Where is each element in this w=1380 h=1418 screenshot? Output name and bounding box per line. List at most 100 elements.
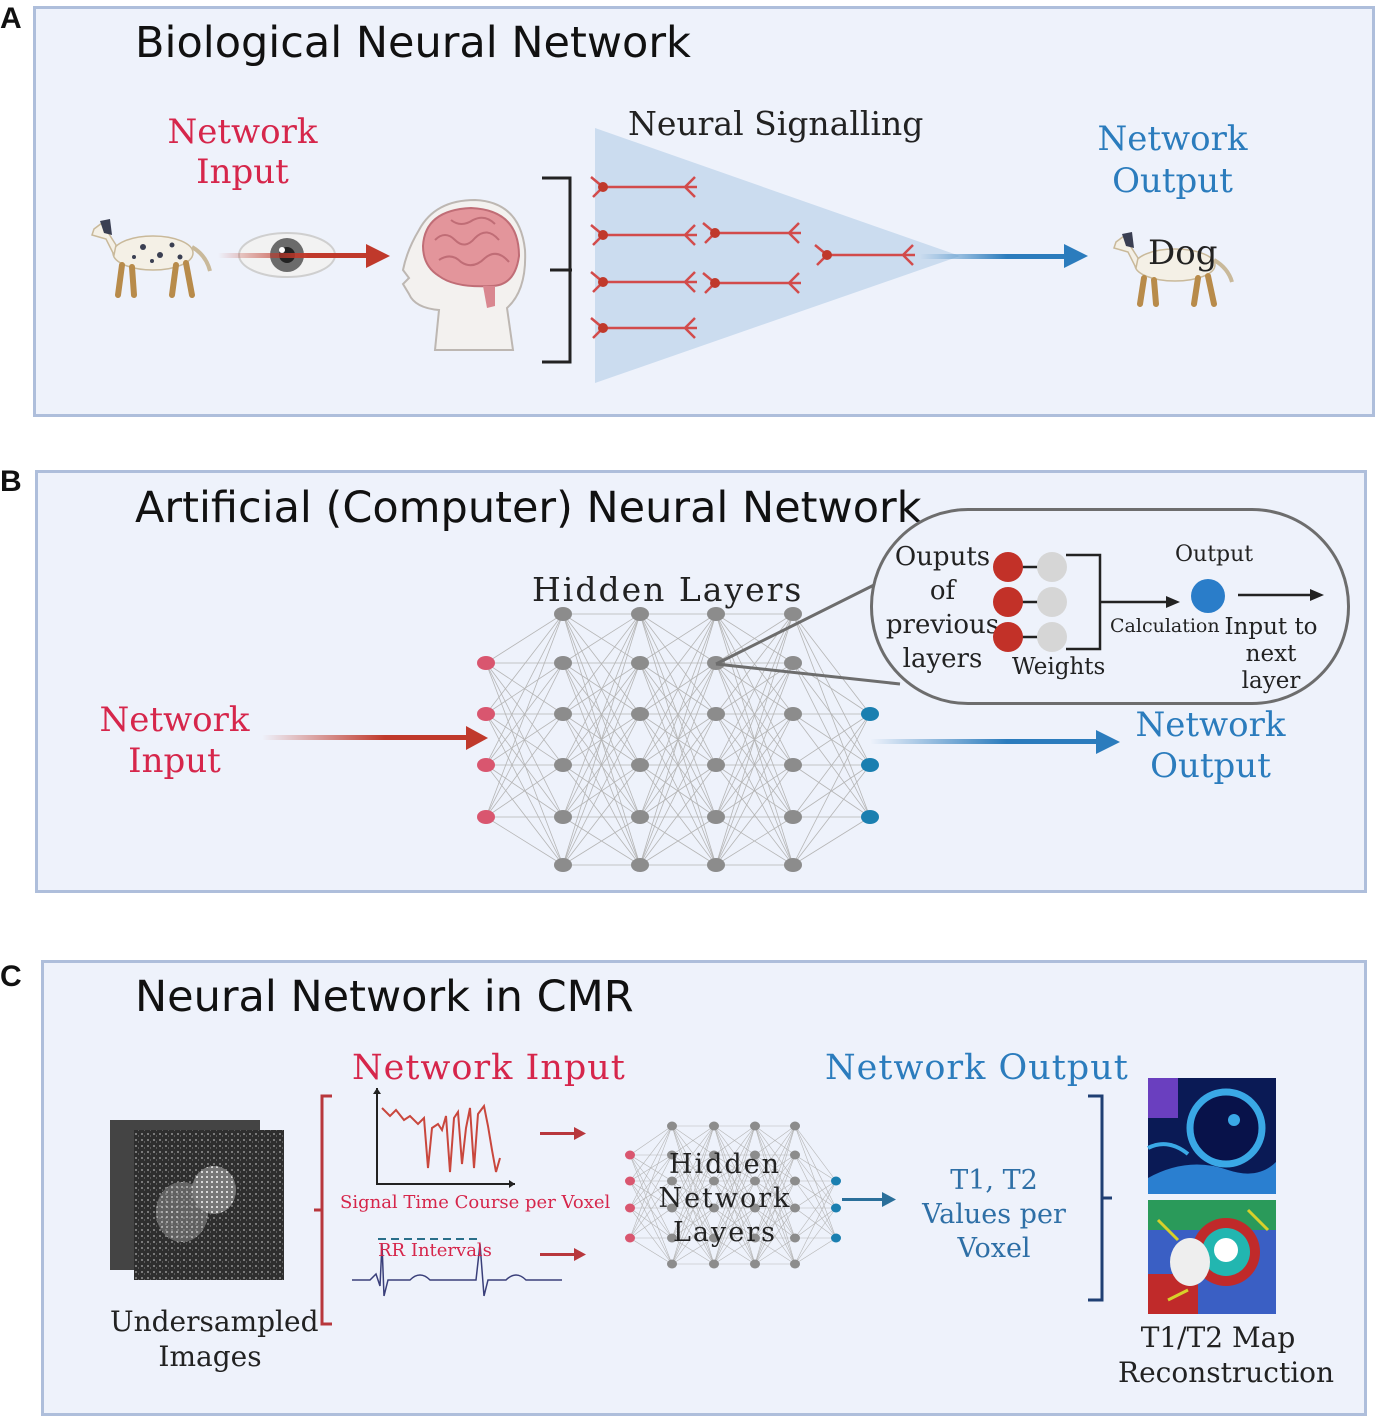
- network-node: [750, 1121, 760, 1131]
- network-node: [667, 1150, 677, 1160]
- arrow-icon: [262, 726, 488, 750]
- c-undersampled-label: Undersampled Images: [110, 1304, 319, 1374]
- network-edge: [794, 1154, 837, 1239]
- c-signal-plot: [373, 1088, 515, 1188]
- b-callout-output: Output: [1175, 542, 1254, 567]
- network-node: [477, 810, 495, 824]
- neuron-group: [590, 176, 915, 339]
- network-node: [707, 758, 725, 772]
- undersampled-line1: Undersampled: [110, 1305, 319, 1338]
- network-edge: [792, 662, 871, 715]
- network-edge: [713, 1125, 756, 1156]
- values-line2: Values per: [922, 1199, 1066, 1230]
- arrow-icon: [540, 1248, 586, 1261]
- network-edge: [629, 1125, 673, 1239]
- network-node: [831, 1233, 841, 1243]
- network-edge: [639, 764, 717, 866]
- network-edge: [639, 662, 717, 715]
- network-node: [790, 1150, 800, 1160]
- network-edge: [629, 1207, 673, 1265]
- network-node: [554, 810, 572, 824]
- b-input-label-line1: Network: [99, 700, 250, 740]
- network-edge: [671, 1154, 715, 1182]
- network-edge: [485, 713, 564, 818]
- network-edge: [713, 1154, 756, 1239]
- panel-b-label: B: [0, 465, 22, 498]
- network-node: [784, 607, 802, 621]
- network-edge: [485, 816, 564, 866]
- network-edge: [715, 613, 794, 766]
- prev-line4: layers: [902, 644, 983, 674]
- output-node: [1191, 579, 1225, 613]
- b-callout-diagram: [993, 552, 1324, 652]
- network-edge: [715, 662, 794, 866]
- b-hidden-layers-label: Hidden Layers: [532, 570, 804, 609]
- panel-b-title: Artificial (Computer) Neural Network: [135, 483, 922, 533]
- network-node: [750, 1203, 760, 1213]
- network-edge: [671, 1154, 715, 1265]
- network-edge: [639, 816, 717, 866]
- c-output-heading: Network Output: [825, 1048, 1129, 1088]
- network-edge: [794, 1125, 837, 1182]
- network-edge: [639, 713, 717, 818]
- network-edge: [715, 613, 794, 866]
- network-edge: [792, 613, 871, 818]
- network-node: [790, 1121, 800, 1131]
- network-edge: [754, 1125, 796, 1239]
- network-node: [750, 1233, 760, 1243]
- network-edge: [562, 662, 641, 766]
- next-line2: next: [1245, 641, 1297, 667]
- a-output-label-line1: Network: [1097, 119, 1248, 159]
- network-edge: [562, 662, 641, 866]
- c-values-label: T1, T2 Values per Voxel: [916, 1164, 1072, 1266]
- network-edge: [671, 1125, 715, 1265]
- network-edge: [629, 1207, 673, 1239]
- a-output-label: Network Output: [1090, 118, 1255, 202]
- weight-node-3: [1037, 622, 1067, 652]
- network-node: [667, 1259, 677, 1269]
- network-node: [625, 1233, 635, 1243]
- network-node: [861, 707, 879, 721]
- b-output-label: Network Output: [1128, 705, 1293, 787]
- network-edge: [713, 1154, 756, 1182]
- network-edge: [562, 613, 641, 866]
- network-edge: [713, 1125, 756, 1209]
- b-input-label-line2: Input: [128, 741, 221, 781]
- network-node: [477, 758, 495, 772]
- network-node: [790, 1259, 800, 1269]
- network-edge: [639, 613, 717, 766]
- c-input-heading: Network Input: [352, 1048, 626, 1088]
- arrow-icon: [842, 1192, 896, 1207]
- network-edge: [629, 1154, 673, 1182]
- c-output-bracket: [1088, 1094, 1112, 1302]
- a-input-label-line1: Network: [167, 112, 318, 152]
- network-edge: [639, 713, 717, 866]
- network-edge: [562, 613, 641, 715]
- network-edge: [754, 1207, 796, 1265]
- network-edge: [794, 1180, 837, 1239]
- a-input-label: Network Input: [160, 112, 325, 192]
- network-edge: [715, 816, 794, 866]
- network-edge: [792, 662, 871, 818]
- network-node: [790, 1203, 800, 1213]
- network-edge: [671, 1207, 715, 1265]
- network-node: [831, 1203, 841, 1213]
- network-node: [554, 707, 572, 721]
- network-node: [625, 1203, 635, 1213]
- dog-icon: [1113, 232, 1234, 307]
- network-edge: [639, 662, 717, 766]
- network-edge: [639, 764, 717, 818]
- panel-c-title: Neural Network in CMR: [135, 972, 634, 1022]
- network-edge: [794, 1237, 837, 1265]
- network-node: [750, 1259, 760, 1269]
- network-node: [861, 758, 879, 772]
- network-edge: [562, 613, 641, 664]
- network-edge: [715, 713, 794, 866]
- network-node: [554, 858, 572, 872]
- network-edge: [485, 662, 564, 715]
- network-edge: [794, 1125, 837, 1239]
- network-node: [790, 1176, 800, 1186]
- prev-node-1: [993, 552, 1023, 582]
- network-node: [477, 707, 495, 721]
- network-edge: [562, 764, 641, 818]
